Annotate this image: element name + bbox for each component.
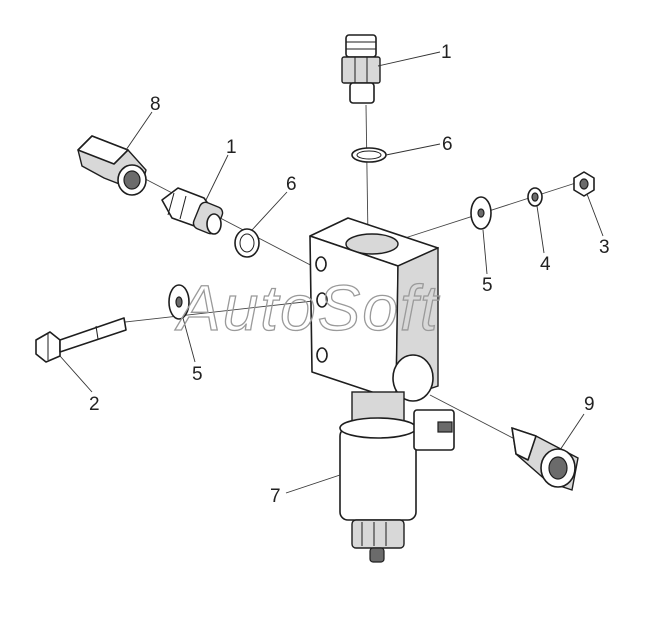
callout-6-top: 6	[442, 134, 453, 155]
callout-5-left: 5	[192, 364, 203, 385]
callout-1-left: 1	[226, 137, 237, 158]
union-nut	[77, 135, 147, 196]
callout-4: 4	[540, 254, 551, 275]
callout-5-right: 5	[482, 275, 493, 296]
leader-lines	[59, 51, 604, 494]
hex-nut	[573, 171, 595, 197]
callouts: 1 6 8 1 6 2 5 5 4 3 7 9	[89, 42, 610, 507]
assembly-axes	[124, 104, 586, 449]
callout-1-top: 1	[441, 42, 452, 63]
washer-right	[470, 196, 492, 230]
solenoid	[339, 391, 455, 563]
callout-9: 9	[584, 394, 595, 415]
o-ring-left	[234, 228, 260, 258]
washer-left	[168, 284, 190, 320]
bolt	[35, 317, 127, 363]
fitting-right	[511, 426, 579, 491]
callout-3: 3	[599, 237, 610, 258]
valve-body	[309, 217, 439, 402]
callout-6-left: 6	[286, 174, 297, 195]
callout-7: 7	[270, 486, 281, 507]
callout-2: 2	[89, 394, 100, 415]
spring-washer	[527, 187, 543, 207]
fitting-top	[341, 34, 381, 104]
callout-8: 8	[150, 94, 161, 115]
watermark: AutoSoft	[174, 272, 440, 344]
fitting-left	[161, 187, 224, 235]
